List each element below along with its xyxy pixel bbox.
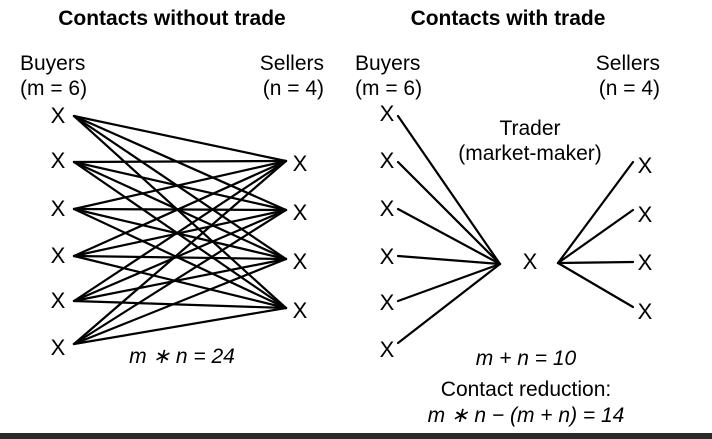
left-sellers-label: Sellers [260,52,324,75]
trader-to-seller-line [556,160,635,265]
right-title: Contacts with trade [411,7,606,30]
right-seller-node: X [638,250,653,275]
left-title: Contacts without trade [58,7,286,30]
left-sellers-count: (n = 4) [263,77,324,100]
left-seller-node: X [293,151,308,176]
left-buyer-node: X [51,335,66,360]
left-buyers-label: Buyers [20,52,85,75]
left-contact-line [72,114,288,310]
left-contact-line [72,159,288,211]
trader-to-seller-line [556,260,635,265]
left-contact-line [72,254,288,310]
right-sellers-count: (n = 4) [599,77,660,100]
left-contact-line [72,208,288,303]
right-buyer-node: X [380,196,395,221]
right-contact-lines [396,114,635,345]
left-contact-line [72,254,288,261]
left-contact-line [72,159,288,164]
right-seller-node: X [638,299,653,324]
right-seller-node: X [638,202,653,227]
buyer-to-trader-line [396,262,502,303]
left-contact-lines [72,114,288,346]
right-buyers-label: Buyers [355,52,420,75]
left-buyer-node: X [51,103,66,128]
left-buyer-node: X [51,288,66,313]
left-buyer-node: X [51,196,66,221]
buyer-to-trader-line [396,262,502,345]
left-buyer-node: X [51,148,66,173]
trader-to-seller-line [556,208,635,265]
left-seller-node: X [293,298,308,323]
buyer-to-trader-line [396,254,502,266]
left-formula: m ∗ n = 24 [129,345,235,368]
right-buyers-count: (m = 6) [355,77,422,100]
buyer-to-trader-line [396,207,502,266]
right-buyer-node: X [380,337,395,362]
left-buyer-node: X [51,243,66,268]
left-contact-line [72,159,288,303]
left-seller-node: X [293,249,308,274]
left-contact-line [72,159,288,258]
right-formula: m + n = 10 [476,347,577,370]
right-buyer-node: X [380,244,395,269]
left-contact-line [72,208,288,258]
trader-sublabel: (market-maker) [458,142,602,165]
left-contact-line [72,159,288,346]
left-seller-node: X [293,200,308,225]
left-buyers-count: (m = 6) [20,77,87,100]
left-contact-line [72,114,288,261]
right-buyer-node: X [380,290,395,315]
trader-node: X [523,249,538,274]
right-seller-node: X [638,153,653,178]
bottom-border-bar [0,433,712,439]
left-contact-line [72,257,288,303]
reduction-label: Contact reduction: [441,378,611,401]
left-contact-line [72,114,288,163]
right-buyer-node: X [380,148,395,173]
left-contact-line [72,208,288,346]
right-sellers-label: Sellers [596,52,660,75]
left-contact-line [72,306,288,346]
left-contact-line [72,299,288,310]
trader-to-seller-line [556,261,635,309]
buyer-to-trader-line [396,160,502,266]
right-buyer-node: X [380,101,395,126]
reduction-formula: m ∗ n − (m + n) = 14 [428,404,625,427]
left-contact-line [72,114,288,212]
left-contact-line [72,257,288,346]
buyer-to-trader-line [396,114,502,266]
trader-label: Trader [499,117,560,140]
